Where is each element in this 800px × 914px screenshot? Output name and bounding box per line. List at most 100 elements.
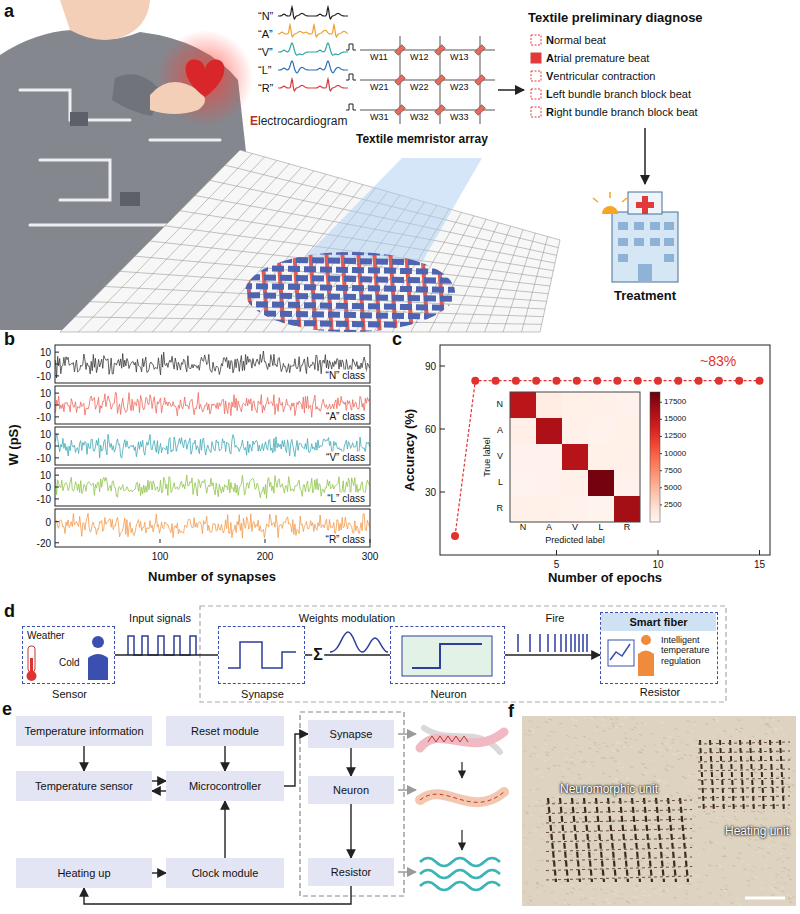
diagnosis-item: Normal beat <box>546 34 606 46</box>
fabric-texture <box>627 902 630 903</box>
fabric-texture <box>639 902 642 903</box>
fabric-texture <box>655 797 658 798</box>
memristor-symbol <box>475 105 486 116</box>
fabric-texture <box>730 804 733 805</box>
fabric-texture <box>665 795 668 796</box>
fabric-texture <box>524 794 527 795</box>
process-box: Reset module <box>166 716 284 746</box>
fabric-texture <box>667 785 670 786</box>
fabric-texture <box>789 833 792 834</box>
fabric-texture <box>786 745 789 746</box>
fabric-texture <box>592 816 595 817</box>
fabric-texture <box>543 749 546 750</box>
fabric-texture <box>625 738 628 739</box>
fabric-texture <box>608 867 611 868</box>
fabric-texture <box>590 762 593 763</box>
fabric-texture <box>754 798 757 799</box>
fabric-texture <box>611 723 614 724</box>
class-label: “L” class <box>325 493 367 504</box>
fabric-texture <box>661 818 664 819</box>
fabric-texture <box>581 900 584 901</box>
fabric-texture <box>561 806 564 807</box>
fabric-texture <box>734 792 737 793</box>
fabric-texture <box>721 870 724 871</box>
illustration-part <box>638 264 652 282</box>
fabric-texture <box>726 801 729 802</box>
fabric-texture <box>529 756 532 757</box>
fiber-stitch <box>548 798 556 882</box>
fabric-texture <box>648 797 651 798</box>
tick-mark <box>55 375 59 376</box>
fabric-texture <box>602 731 605 732</box>
fabric-texture <box>635 872 638 873</box>
fabric-texture <box>625 717 628 718</box>
fabric-texture <box>754 849 757 850</box>
weight-label: W32 <box>410 113 429 123</box>
tick-label: -10 <box>37 370 51 381</box>
fabric-texture <box>538 800 541 801</box>
tick-label: 0 <box>45 400 51 411</box>
fabric-texture <box>772 882 775 883</box>
fabric-texture <box>783 848 786 849</box>
fabric-texture <box>693 790 696 791</box>
fabric-texture <box>574 800 577 801</box>
fabric-texture <box>673 831 676 832</box>
fabric-texture <box>714 903 717 904</box>
fabric-texture <box>781 887 784 888</box>
neck <box>60 0 150 40</box>
fabric-texture <box>782 871 785 872</box>
fabric-texture <box>742 861 745 862</box>
fabric-texture <box>755 839 758 840</box>
fabric-texture <box>522 825 525 826</box>
fabric-texture <box>695 875 698 876</box>
fabric-texture <box>735 741 738 742</box>
fabric-texture <box>792 771 795 772</box>
fabric-texture <box>783 868 786 869</box>
fabric-texture <box>629 809 632 810</box>
fabric-texture <box>660 754 663 755</box>
connector <box>350 748 351 776</box>
illustration-part <box>644 128 646 184</box>
fiber-stitch <box>700 740 704 812</box>
panel-letter: f <box>508 702 514 722</box>
accuracy-point <box>674 377 682 385</box>
matrix-cell <box>588 418 614 444</box>
fabric-texture <box>612 803 615 804</box>
process-box: Temperature sensor <box>16 771 152 801</box>
fabric-texture <box>666 765 669 766</box>
fabric-texture <box>689 755 692 756</box>
dashed-block: Smart fiberIntelligent temperature regul… <box>600 612 718 684</box>
fabric-texture <box>568 859 571 860</box>
fabric-texture <box>572 765 575 766</box>
fabric-texture <box>721 904 724 905</box>
hospital-illustration <box>593 192 678 282</box>
fabric-texture <box>744 738 747 739</box>
fabric-texture <box>631 729 634 730</box>
fabric-texture <box>566 749 569 750</box>
fabric-texture <box>662 891 665 892</box>
fabric-texture <box>611 744 614 745</box>
fiber-stitch <box>710 740 714 812</box>
fabric-texture <box>672 739 675 740</box>
tick-label: 0 <box>45 482 51 493</box>
fabric-texture <box>622 767 625 768</box>
fabric-texture <box>597 744 600 745</box>
weight-label: W13 <box>450 53 469 63</box>
tick-label: 15 <box>754 559 765 570</box>
fabric-texture <box>781 861 784 862</box>
fabric-texture <box>790 795 793 796</box>
tick-mark <box>55 364 59 365</box>
fabric-texture <box>788 791 791 792</box>
fabric-texture <box>668 736 671 737</box>
matrix-cell <box>562 392 588 418</box>
fabric-texture <box>524 837 527 838</box>
fabric-texture <box>721 816 724 817</box>
fabric-texture <box>670 824 673 825</box>
fabric-texture <box>579 778 582 779</box>
illustration-part <box>531 89 541 99</box>
fabric-texture <box>677 887 680 888</box>
fabric-texture <box>559 882 562 883</box>
fabric-texture <box>654 892 657 893</box>
tick-mark <box>660 504 662 505</box>
fabric-texture <box>587 876 590 877</box>
